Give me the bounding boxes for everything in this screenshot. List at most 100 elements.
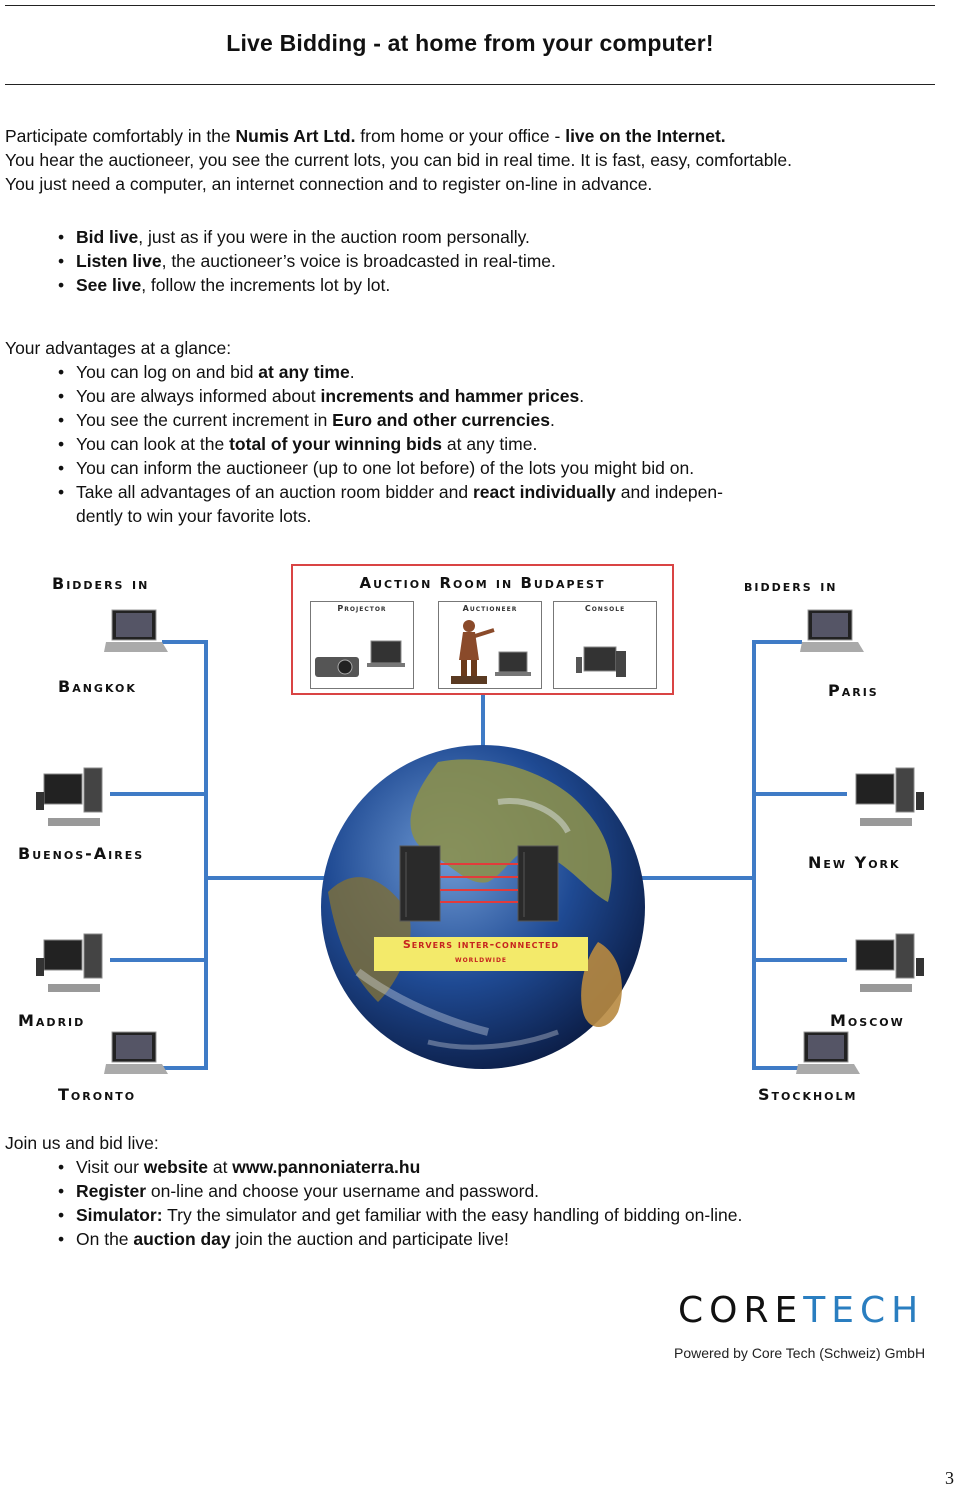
auctioneer-statue-icon [451, 620, 531, 684]
page-title: Live Bidding - at home from your compute… [226, 30, 714, 56]
bullet-text: join the auction and participate live! [230, 1229, 509, 1249]
intro-emphasis: live on the Internet. [565, 126, 726, 146]
bullet-bold: increments and hammer prices [320, 386, 580, 406]
panel-label: Projector [337, 604, 387, 613]
wire [150, 1066, 208, 1070]
bullet-bold: Register [76, 1181, 147, 1201]
wire [640, 876, 756, 880]
laptop-icon [800, 609, 864, 652]
join-list: Visit our website at www.pannoniaterra.h… [56, 1155, 936, 1251]
city-paris: Paris [828, 681, 879, 700]
bullet-text: and indepen- [615, 482, 723, 502]
bullet-bold: total of your winning bids [229, 434, 442, 454]
globe-icon [321, 745, 645, 1069]
list-item: Bid live, just as if you were in the auc… [56, 225, 556, 249]
city-stockholm: Stockholm [758, 1085, 858, 1104]
wire [481, 695, 485, 755]
desktop-computer-icon [36, 767, 103, 826]
laptop-icon [104, 609, 168, 652]
console-computer-icon [576, 646, 626, 677]
page-number: 3 [945, 1468, 954, 1488]
wire [752, 958, 847, 962]
bullet-text: at [207, 1157, 233, 1177]
bullet-bold: auction day [133, 1229, 231, 1249]
bullet-bold: Euro and other currencies [332, 410, 551, 430]
intro-line-2: You hear the auctioneer, you see the cur… [5, 150, 792, 170]
list-item: Visit our website at www.pannoniaterra.h… [56, 1155, 936, 1179]
city-bangkok: Bangkok [58, 677, 137, 696]
bidders-in-right: bidders in [744, 576, 838, 595]
list-item: You can inform the auctioneer (up to one… [56, 456, 856, 480]
intro-line-1: Participate comfortably in the Numis Art… [5, 124, 945, 148]
desktop-computer-icon [855, 767, 924, 826]
top-rule [5, 5, 935, 6]
servers-label-box: Servers inter-connected worldwide [374, 937, 588, 971]
bullet-bold: at any time [258, 362, 350, 382]
bullet-text: , follow the increments lot by lot. [141, 275, 391, 295]
desktop-computer-icon [855, 933, 924, 992]
bullet-text: You are always informed about [76, 386, 321, 406]
servers-label-line1: Servers inter-connected [402, 938, 560, 951]
bullet-bold: website [143, 1157, 208, 1177]
wire [204, 876, 324, 880]
list-item: See live, follow the increments lot by l… [56, 273, 556, 297]
bullet-bold: See live [76, 275, 142, 295]
live-feature-list: Bid live, just as if you were in the auc… [56, 225, 556, 297]
list-item: You can log on and bid at any time. [56, 360, 856, 384]
coretech-logo: CORETECH [678, 1290, 924, 1331]
city-toronto: Toronto [58, 1085, 137, 1104]
auction-room-box [291, 564, 674, 695]
list-item: On the auction day join the auction and … [56, 1227, 936, 1251]
bullet-bold: Listen live [76, 251, 162, 271]
city-moscow: Moscow [830, 1011, 905, 1030]
panel-auctioneer: Auctioneer [438, 601, 542, 689]
panel-projector: Projector [310, 601, 414, 689]
panel-label: Console [584, 604, 626, 613]
title-rule [5, 84, 935, 85]
intro-line-3: You just need a computer, an internet co… [5, 174, 653, 194]
bullet-text: You see the current increment in [76, 410, 333, 430]
bullet-text: You can log on and bid [76, 362, 259, 382]
bullet-text: Try the simulator and get familiar with … [162, 1205, 743, 1225]
list-item: Register on-line and choose your usernam… [56, 1179, 936, 1203]
list-item: Listen live, the auctioneer’s voice is b… [56, 249, 556, 273]
panel-console: Console [553, 601, 657, 689]
city-buenos-aires: Buenos-Aires [18, 844, 145, 863]
bidders-in-left: Bidders in [52, 574, 150, 593]
powered-by: Powered by Core Tech (Schweiz) GmbH [674, 1345, 926, 1361]
intro-paragraph: Participate comfortably in the Numis Art… [5, 124, 945, 196]
list-item: You are always informed about increments… [56, 384, 856, 408]
bullet-text: . [349, 362, 355, 382]
bullet-continuation: dently to win your favorite lots. [76, 506, 312, 526]
bullet-text: on-line and choose your username and pas… [146, 1181, 540, 1201]
desktop-computer-icon [36, 933, 103, 992]
wire [752, 1066, 802, 1070]
list-item: Take all advantages of an auction room b… [56, 480, 856, 528]
wire [162, 640, 207, 644]
bullet-text: On the [76, 1229, 134, 1249]
advantages-heading: Your advantages at a glance: [5, 338, 232, 358]
wire [204, 640, 208, 1070]
bullet-text: Visit our [76, 1157, 144, 1177]
laptop-icon [104, 1031, 168, 1074]
bullet-text: You can inform the auctioneer (up to one… [76, 458, 695, 478]
projector-icon [315, 640, 405, 677]
advantages-list: You can log on and bid at any time. You … [56, 360, 856, 528]
company-name: Numis Art Ltd. [235, 126, 356, 146]
city-new-york: New York [808, 853, 901, 872]
list-item: You can look at the total of your winnin… [56, 432, 856, 456]
logo-text-accent: TECH [803, 1290, 925, 1331]
bullet-text: at any time. [442, 434, 538, 454]
list-item: Simulator: Try the simulator and get fam… [56, 1203, 936, 1227]
intro-text: from home or your office - [355, 126, 566, 146]
wire [752, 640, 802, 644]
bullet-text: , just as if you were in the auction roo… [138, 227, 530, 247]
bullet-bold: Simulator: [76, 1205, 163, 1225]
website-link[interactable]: www.pannoniaterra.hu [232, 1157, 421, 1177]
intro-text: Participate comfortably in the [5, 126, 236, 146]
auction-room-title: Auction Room in Budapest [359, 574, 606, 592]
bullet-text: Take all advantages of an auction room b… [76, 482, 473, 502]
bullet-bold: Bid live [76, 227, 139, 247]
wire [752, 792, 847, 796]
join-heading: Join us and bid live: [5, 1133, 159, 1153]
